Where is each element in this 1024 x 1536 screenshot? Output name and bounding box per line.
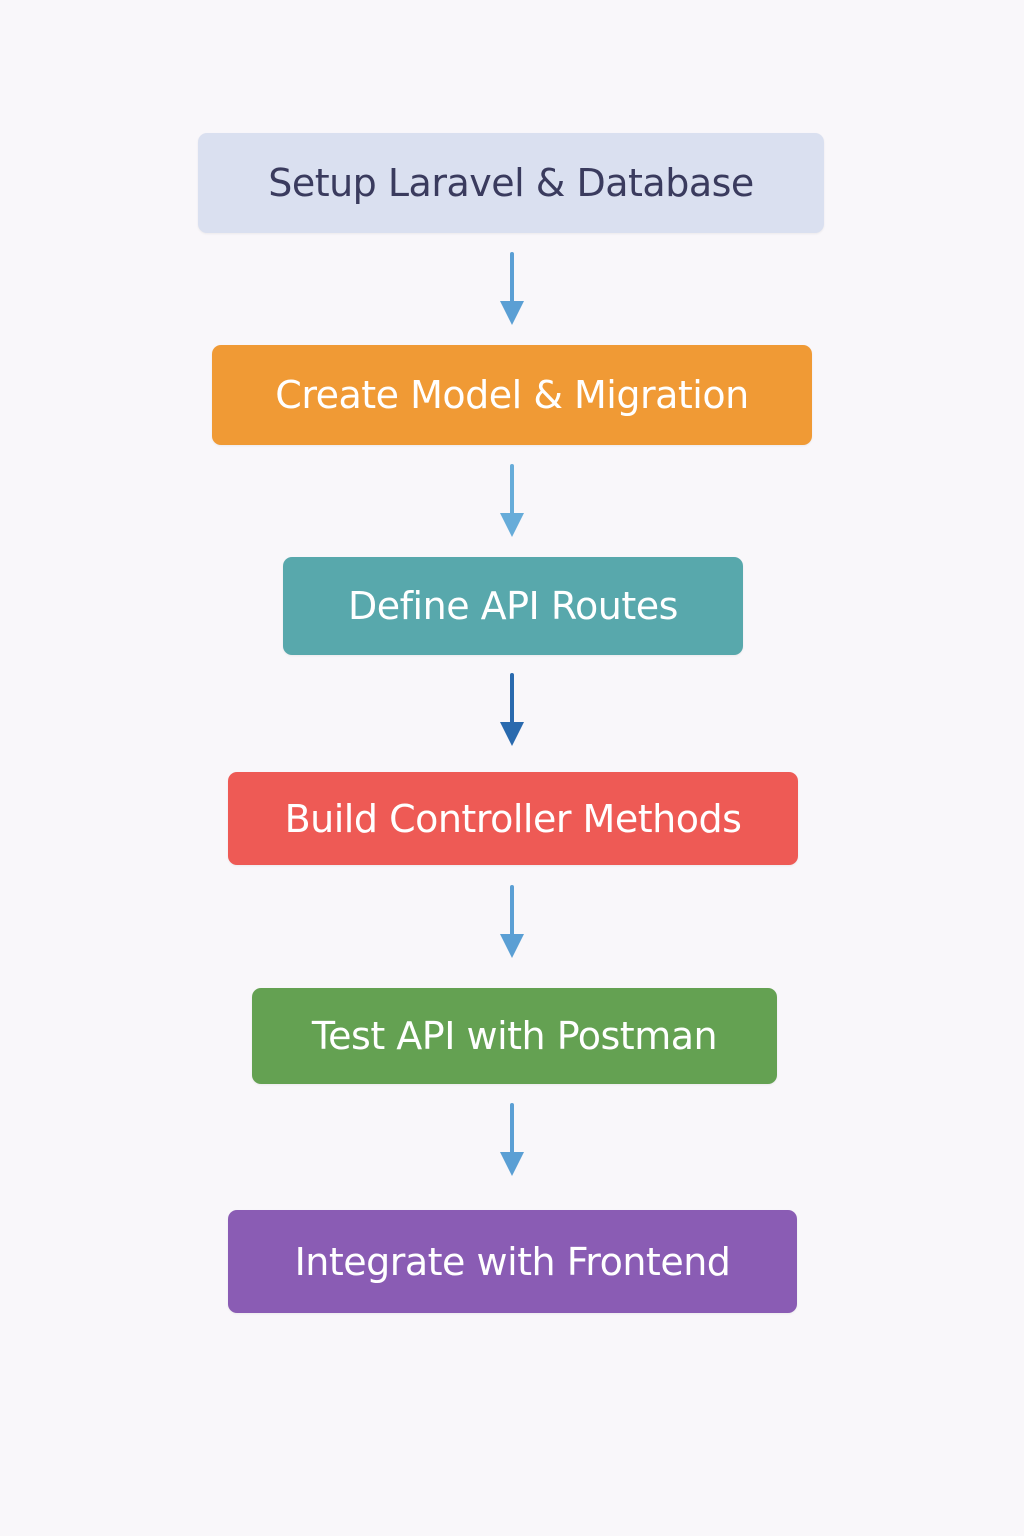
step-build-controller: Build Controller Methods: [228, 772, 798, 865]
arrow-head: [500, 1152, 524, 1176]
step-create-model: Create Model & Migration: [212, 345, 812, 445]
step-label: Test API with Postman: [311, 1014, 718, 1058]
arrow-head: [500, 513, 524, 537]
step-label: Create Model & Migration: [275, 373, 749, 417]
down-arrow-icon: [500, 252, 524, 325]
step-label: Setup Laravel & Database: [268, 161, 754, 205]
step-integrate-frontend: Integrate with Frontend: [228, 1210, 797, 1313]
down-arrow-icon: [500, 885, 524, 958]
down-arrow-icon: [500, 464, 524, 537]
down-arrow-icon: [500, 673, 524, 746]
arrow-head: [500, 722, 524, 746]
arrow-head: [500, 301, 524, 325]
arrow-head: [500, 934, 524, 958]
step-label: Integrate with Frontend: [294, 1239, 731, 1284]
step-test-postman: Test API with Postman: [252, 988, 777, 1084]
down-arrow-icon: [500, 1103, 524, 1176]
step-setup-laravel: Setup Laravel & Database: [198, 133, 824, 233]
step-label: Build Controller Methods: [284, 796, 742, 841]
step-define-routes: Define API Routes: [283, 557, 743, 655]
step-label: Define API Routes: [348, 584, 678, 628]
